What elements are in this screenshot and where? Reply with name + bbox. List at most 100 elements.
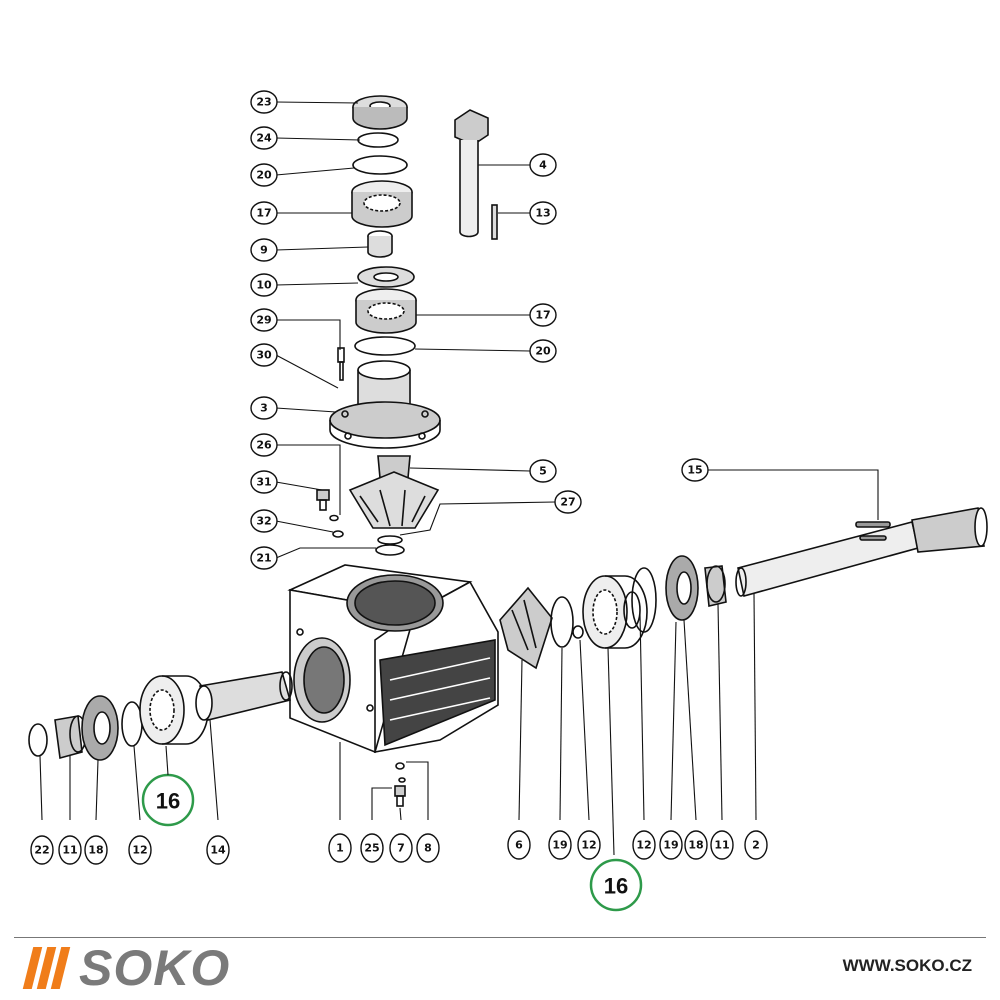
website-link[interactable]: WWW.SOKO.CZ bbox=[842, 956, 972, 975]
highlight-16-right[interactable]: 16 bbox=[589, 858, 643, 912]
part-small-ring bbox=[329, 514, 339, 522]
svg-text:16: 16 bbox=[156, 789, 180, 814]
svg-text:12: 12 bbox=[636, 839, 651, 852]
part-seal-left bbox=[81, 695, 119, 761]
svg-text:8: 8 bbox=[424, 842, 432, 855]
part-bearing bbox=[355, 288, 417, 334]
svg-text:19: 19 bbox=[552, 839, 567, 852]
part-ring-right bbox=[572, 625, 584, 639]
callouts: 23 24 20 17 9 10 29 30 3 26 31 32 21 4 1… bbox=[30, 90, 768, 865]
svg-text:19: 19 bbox=[663, 839, 678, 852]
svg-text:2: 2 bbox=[752, 839, 760, 852]
callout-26: 26 bbox=[250, 433, 278, 457]
svg-text:12: 12 bbox=[581, 839, 596, 852]
callout-9: 9 bbox=[250, 238, 278, 262]
callout-19b: 19 bbox=[659, 830, 683, 860]
part-circlip-right2 bbox=[631, 567, 657, 633]
svg-text:14: 14 bbox=[210, 844, 226, 857]
part-output-shaft bbox=[735, 507, 988, 597]
svg-text:24: 24 bbox=[256, 132, 272, 145]
part-small-ring bbox=[332, 530, 344, 538]
highlight-16-left[interactable]: 16 bbox=[141, 773, 195, 827]
part-washer-right bbox=[550, 596, 574, 648]
part-circlip bbox=[352, 155, 408, 175]
leader-lines bbox=[39, 101, 879, 856]
part-bevel-pinion bbox=[348, 455, 440, 529]
part-bearing-left bbox=[139, 675, 209, 745]
callout-27: 27 bbox=[554, 490, 582, 514]
part-circlip bbox=[354, 336, 416, 356]
callout-13: 13 bbox=[529, 201, 557, 225]
part-main-housing bbox=[287, 564, 499, 754]
svg-text:5: 5 bbox=[539, 465, 547, 478]
part-flange-housing bbox=[329, 360, 441, 449]
callout-12: 12 bbox=[128, 835, 152, 865]
part-ring-left bbox=[54, 715, 87, 760]
svg-text:7: 7 bbox=[397, 842, 405, 855]
svg-text:1: 1 bbox=[336, 842, 344, 855]
callout-17: 17 bbox=[250, 201, 278, 225]
callout-21: 21 bbox=[250, 546, 278, 570]
svg-text:16: 16 bbox=[604, 874, 628, 899]
callout-23: 23 bbox=[250, 90, 278, 114]
part-pin bbox=[491, 204, 498, 240]
part-input-shaft-left bbox=[195, 671, 293, 721]
logo-text: SOKO bbox=[79, 940, 231, 996]
svg-text:21: 21 bbox=[256, 552, 271, 565]
svg-text:17: 17 bbox=[535, 309, 550, 322]
callout-15: 15 bbox=[681, 458, 709, 482]
svg-text:20: 20 bbox=[535, 345, 551, 358]
logo-bars-icon bbox=[22, 947, 71, 989]
callout-12b: 12 bbox=[577, 830, 601, 860]
soko-logo: SOKO bbox=[22, 940, 231, 996]
callout-20: 20 bbox=[250, 163, 278, 187]
callout-1: 1 bbox=[328, 833, 352, 863]
svg-text:15: 15 bbox=[687, 464, 702, 477]
svg-text:11: 11 bbox=[62, 844, 77, 857]
part-sleeve bbox=[367, 230, 393, 258]
part-bolt bbox=[337, 347, 345, 381]
svg-text:10: 10 bbox=[256, 279, 272, 292]
svg-text:4: 4 bbox=[539, 159, 547, 172]
svg-text:6: 6 bbox=[515, 839, 523, 852]
part-circlip-left bbox=[28, 723, 48, 757]
callout-24: 24 bbox=[250, 126, 278, 150]
svg-text:32: 32 bbox=[256, 515, 271, 528]
parts-drawing bbox=[28, 95, 988, 807]
part-shaft-vertical bbox=[454, 109, 489, 238]
svg-text:30: 30 bbox=[256, 349, 272, 362]
callout-2: 2 bbox=[744, 830, 768, 860]
part-cap bbox=[352, 95, 408, 130]
svg-text:26: 26 bbox=[256, 439, 272, 452]
svg-text:3: 3 bbox=[260, 402, 268, 415]
part-washer bbox=[357, 266, 415, 288]
callout-18: 18 bbox=[84, 835, 108, 865]
callout-6: 6 bbox=[507, 830, 531, 860]
callout-30: 30 bbox=[250, 343, 278, 367]
callout-7: 7 bbox=[389, 833, 413, 863]
part-plug bbox=[316, 489, 330, 511]
part-drain-plug bbox=[394, 762, 406, 807]
callout-11: 11 bbox=[58, 835, 82, 865]
svg-text:22: 22 bbox=[34, 844, 49, 857]
svg-text:11: 11 bbox=[714, 839, 729, 852]
callout-20b: 20 bbox=[529, 339, 557, 363]
footer-divider bbox=[14, 937, 986, 938]
part-bearing-right bbox=[582, 575, 648, 649]
part-circlip-left2 bbox=[121, 701, 143, 747]
callout-14: 14 bbox=[206, 835, 230, 865]
svg-text:23: 23 bbox=[256, 96, 271, 109]
callout-18b: 18 bbox=[684, 830, 708, 860]
callout-19: 19 bbox=[548, 830, 572, 860]
callout-11b: 11 bbox=[710, 830, 734, 860]
svg-text:17: 17 bbox=[256, 207, 271, 220]
callout-8: 8 bbox=[416, 833, 440, 863]
exploded-gearbox-diagram: 23 24 20 17 9 10 29 30 3 26 31 32 21 4 1… bbox=[28, 90, 988, 912]
callout-25: 25 bbox=[360, 833, 384, 863]
svg-text:27: 27 bbox=[560, 496, 575, 509]
callout-17b: 17 bbox=[529, 303, 557, 327]
svg-text:29: 29 bbox=[256, 314, 271, 327]
svg-text:18: 18 bbox=[88, 844, 103, 857]
part-circlip bbox=[375, 544, 405, 556]
part-seal-right bbox=[665, 555, 699, 621]
